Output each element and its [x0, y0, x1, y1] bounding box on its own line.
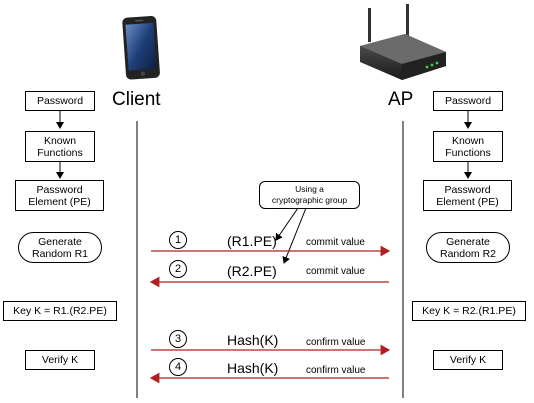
client-generate-random-pill: Generate Random R1 — [18, 232, 102, 263]
client-known-functions-box: Known Functions — [25, 131, 95, 162]
step-marker-1: 1 — [169, 231, 187, 249]
cryptographic-group-callout: Using a cryptographic group — [259, 181, 360, 209]
step-marker-4: 4 — [169, 358, 187, 376]
client-password-box: Password — [25, 91, 95, 111]
ap-known-functions-box: Known Functions — [433, 131, 503, 162]
ap-key-box: Key K = R2.(R1.PE) — [412, 301, 526, 321]
ap-title: AP — [388, 89, 414, 110]
message-payload-4: Hash(K) — [227, 360, 279, 376]
message-label-1: commit value — [306, 237, 365, 248]
ap-generate-random-pill: Generate Random R2 — [426, 232, 510, 263]
client-password-element-box: Password Element (PE) — [15, 180, 104, 211]
ap-verify-box: Verify K — [433, 350, 503, 370]
client-title: Client — [112, 89, 161, 110]
step-marker-3: 3 — [169, 330, 187, 348]
message-label-3: confirm value — [306, 337, 366, 348]
message-payload-3: Hash(K) — [227, 332, 279, 348]
client-key-box: Key K = R1.(R2.PE) — [3, 301, 117, 321]
client-verify-box: Verify K — [25, 350, 95, 370]
message-label-4: confirm value — [306, 365, 366, 376]
message-label-2: commit value — [306, 266, 365, 277]
callout-pointer-2 — [282, 207, 307, 264]
ap-password-element-box: Password Element (PE) — [423, 180, 512, 211]
ap-password-box: Password — [433, 91, 503, 111]
message-payload-2: (R2.PE) — [227, 263, 277, 279]
step-marker-2: 2 — [169, 260, 187, 278]
callout-pointer-1 — [275, 207, 299, 241]
message-payload-1: (R1.PE) — [227, 233, 277, 249]
